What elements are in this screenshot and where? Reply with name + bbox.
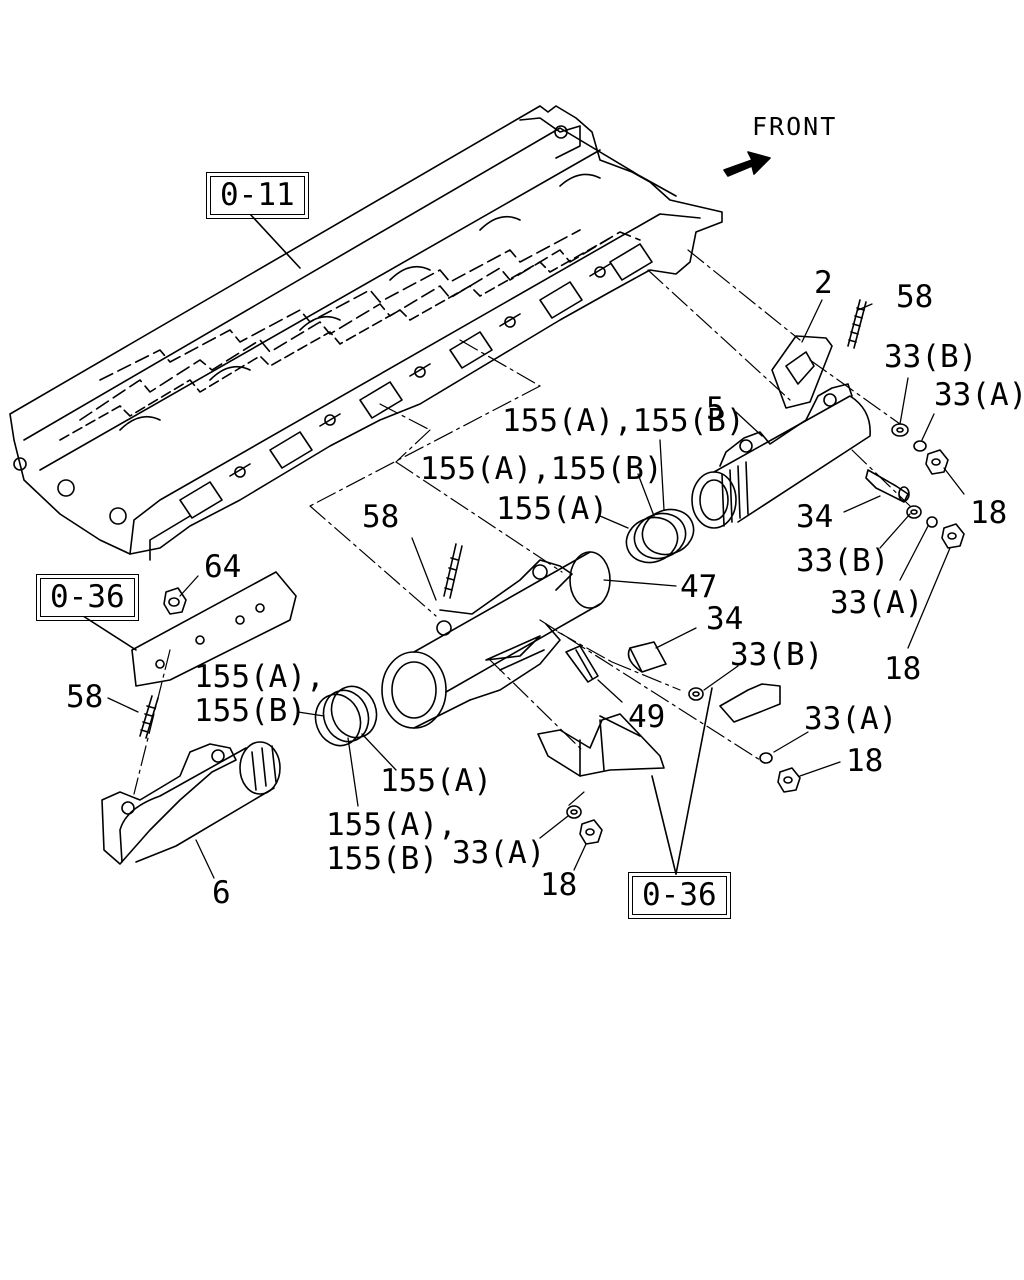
spacer-part [627, 641, 667, 673]
bolt-part [565, 645, 599, 683]
callout-34-1: 34 [796, 499, 834, 535]
cylinder-head [9, 105, 723, 561]
callout-18-3: 18 [846, 743, 884, 779]
reference-head-box: 0-11 [206, 172, 309, 219]
callout-155-top-a: 155(A),155(B) [502, 403, 745, 439]
bracket-part [537, 683, 781, 777]
callout-33b-3: 33(B) [730, 637, 824, 673]
elbow-pipe-part [101, 741, 281, 865]
callout-58-mid: 58 [362, 499, 400, 535]
callout-155-left-1: 155(A), [194, 659, 325, 695]
callout-155-top-b: 155(A),155(B) [420, 451, 663, 487]
callout-6: 6 [212, 875, 231, 911]
callout-33a-2: 33(A) [830, 585, 924, 621]
callout-18-4: 18 [540, 867, 578, 903]
front-arrow-icon [723, 151, 771, 177]
callout-49: 49 [628, 699, 666, 735]
stud-part-left [139, 695, 159, 739]
callout-34-2: 34 [706, 601, 744, 637]
callout-33a-4: 33(A) [452, 835, 546, 871]
callout-2: 2 [814, 265, 833, 301]
callout-155-bottom-2: 155(B) [326, 841, 438, 877]
fasteners-middle [566, 687, 801, 845]
label-leaders [107, 299, 965, 879]
callout-155-top-c: 155(A) [496, 491, 608, 527]
callout-33a-1: 33(A) [934, 377, 1024, 413]
callout-155-bottom-1: 155(A), [326, 807, 457, 843]
front-direction-label: FRONT [752, 112, 838, 141]
fasteners-right [865, 423, 965, 549]
callout-33b-1: 33(B) [884, 339, 978, 375]
callout-155a-mid: 155(A) [380, 763, 492, 799]
callout-155-left-2: 155(B) [194, 693, 306, 729]
water-pipe-part [691, 383, 871, 529]
callout-18-2: 18 [884, 651, 922, 687]
reference-leaders [79, 213, 713, 875]
o-ring-pair-left [314, 685, 378, 747]
reference-bracket-top-box: 0-36 [36, 574, 139, 621]
stud-part-middle [443, 543, 463, 599]
thermostat-housing-part [381, 551, 611, 729]
assembly-lines [133, 249, 911, 807]
left-bracket-part [131, 571, 297, 687]
callout-33a-3: 33(A) [804, 701, 898, 737]
reference-bracket-bottom-box: 0-36 [628, 872, 731, 919]
callout-18-1: 18 [970, 495, 1008, 531]
callout-33b-2: 33(B) [796, 543, 890, 579]
o-ring-pair-top [625, 508, 695, 564]
callout-47: 47 [680, 569, 718, 605]
callout-5: 5 [706, 391, 725, 427]
callout-58-top: 58 [896, 279, 934, 315]
gasket-part [771, 335, 833, 409]
callout-58-left: 58 [66, 679, 104, 715]
callout-64: 64 [204, 549, 242, 585]
stud-part [847, 299, 867, 349]
